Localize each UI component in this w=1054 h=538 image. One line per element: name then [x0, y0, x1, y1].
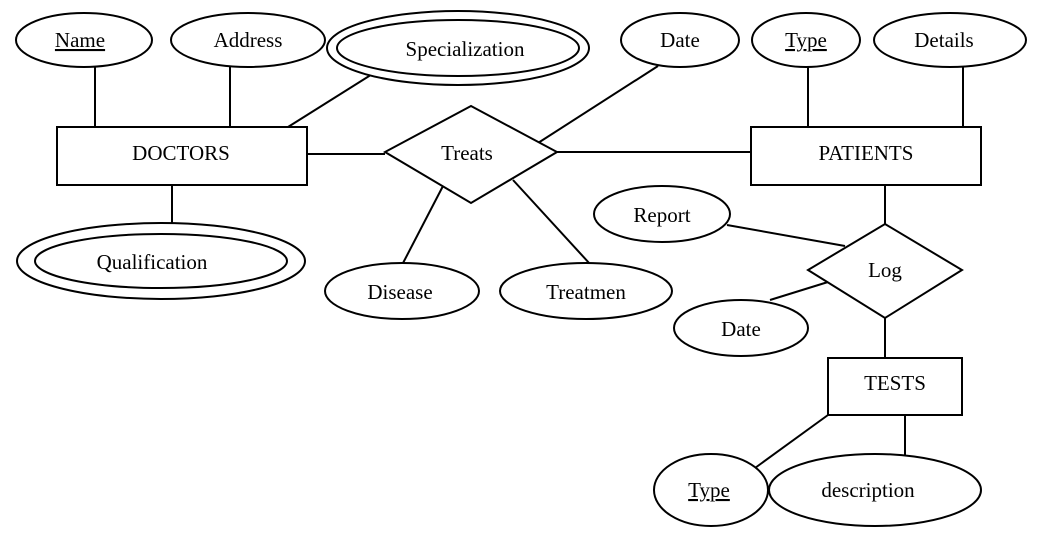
- link-report-log: [726, 224, 846, 247]
- attribute-doctor-address: Address: [170, 12, 326, 68]
- attribute-label: Date: [660, 28, 700, 52]
- attribute-label: Type: [688, 478, 730, 502]
- entity-label: DOCTORS: [132, 141, 230, 165]
- attribute-patient-details: Details: [873, 12, 1027, 68]
- attribute-label: Details: [914, 28, 973, 52]
- attribute-test-type: Type: [653, 453, 769, 527]
- entity-tests: TESTS: [827, 357, 963, 416]
- relationship-treats: Treats: [382, 104, 560, 205]
- link-disease-treats: [401, 185, 444, 266]
- link-date-log: [769, 281, 829, 301]
- attribute-patient-type: Type: [751, 12, 861, 68]
- entity-label: PATIENTS: [819, 141, 914, 165]
- attribute-label: description: [821, 478, 915, 502]
- attribute-label: Address: [214, 28, 283, 52]
- link-specialization-doctors: [287, 65, 386, 128]
- attribute-label: Type: [785, 28, 827, 52]
- entity-doctors: DOCTORS: [56, 126, 308, 186]
- entity-patients: PATIENTS: [750, 126, 982, 186]
- attribute-log-date: Date: [673, 299, 809, 357]
- attribute-doctor-name: Name: [15, 12, 153, 68]
- attribute-label: Specialization: [406, 37, 525, 61]
- attribute-log-report: Report: [593, 185, 731, 243]
- link-date-treats: [537, 65, 659, 144]
- attribute-label: Date: [721, 317, 761, 341]
- connectors: [94, 65, 964, 469]
- attribute-doctor-qualification: Qualification: [16, 222, 306, 300]
- entity-label: TESTS: [864, 371, 926, 395]
- attribute-treats-treatment: Treatmen: [499, 262, 673, 320]
- attribute-label: Name: [55, 28, 105, 52]
- attribute-label: Report: [633, 203, 690, 227]
- attribute-test-description: description: [768, 453, 982, 527]
- attribute-doctor-specialization: Specialization: [326, 10, 590, 86]
- link-type-tests: [754, 414, 829, 469]
- relationship-label: Treats: [441, 141, 493, 165]
- attribute-treats-disease: Disease: [324, 262, 480, 320]
- attribute-label: Treatmen: [546, 280, 626, 304]
- attribute-label: Disease: [367, 280, 432, 304]
- link-treatment-treats: [512, 179, 591, 265]
- relationship-label: Log: [868, 258, 902, 282]
- relationship-log: Log: [806, 222, 964, 320]
- attribute-treats-date: Date: [620, 12, 740, 68]
- attribute-label: Qualification: [97, 250, 208, 274]
